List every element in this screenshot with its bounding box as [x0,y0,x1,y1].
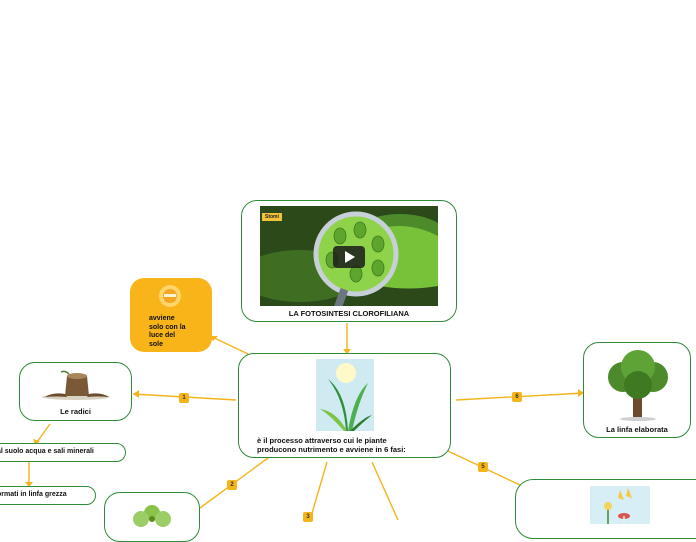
tree-stump-image [42,370,110,400]
tree-image [608,350,668,421]
video-tag: Stomi [262,213,282,221]
sun-note-line-4: sole [149,340,164,348]
arrow-roots [133,390,139,398]
video-caption: LA FOTOSINTESI CLOROFILIANA [288,309,410,318]
sap-node: La linfa elaborata [583,342,691,438]
sunlight-flowers-image [590,486,650,524]
sun-note-line-3: luce del [149,332,176,339]
roots-node: Le radici [19,362,132,421]
branch2-node [104,492,200,542]
video-node: Stomi LA FOTOSINTESI CLOROFILIANA [241,200,457,322]
connector-roots-water [36,423,51,443]
branch-number-3: 3 [303,512,313,522]
roots-label: Le radici [60,407,91,416]
raw-sap-item: ormati in linfa grezza [0,486,96,505]
sun-icon [159,285,181,307]
branch5-node [515,479,696,539]
branch-number-1: 1 [179,393,189,403]
connector-sun-note [209,335,249,355]
sap-label: La linfa elaborata [606,425,668,434]
branch-number-2: 2 [227,480,237,490]
connector-branch4 [371,461,399,520]
sun-note-line-1: avviene [149,315,175,322]
central-text-line-1: è il processo attraverso cui le piante [257,436,387,445]
sun-note: avviene solo con la luce del sole [130,278,212,352]
leaf-magnifier-image [260,206,438,306]
connector-branch3 [309,461,328,520]
play-icon [345,251,355,263]
video-thumbnail[interactable]: Stomi [260,206,438,306]
branch-number-6: 6 [512,392,522,402]
plant-sunlight-image [316,359,374,431]
sun-note-line-2: solo con la [149,323,186,331]
water-item: al suolo acqua e sali minerali [0,443,126,462]
plant-cells-image [133,505,171,527]
central-node: è il processo attraverso cui le piante p… [238,353,451,458]
branch-number-5: 5 [478,462,488,472]
central-text-line-2: producono nutrimento e avviene in 6 fasi… [257,445,406,454]
